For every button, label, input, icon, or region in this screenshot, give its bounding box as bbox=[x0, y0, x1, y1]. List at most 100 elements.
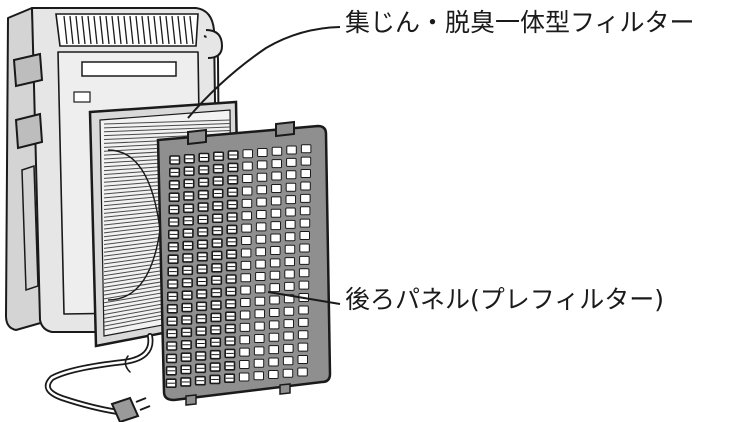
power-cord bbox=[44, 333, 154, 415]
prefilter-hole bbox=[255, 259, 266, 269]
prefilter-hole bbox=[256, 185, 267, 195]
prefilter-hole bbox=[269, 295, 280, 305]
prefilter-hole bbox=[271, 183, 282, 193]
prefilter-hole bbox=[269, 258, 281, 268]
prefilter-hole bbox=[269, 307, 280, 317]
grille-slat bbox=[177, 15, 182, 45]
grille-slat bbox=[99, 15, 104, 45]
grille-slat bbox=[153, 15, 158, 45]
prefilter-hole bbox=[239, 347, 250, 357]
filter-pleat bbox=[103, 123, 231, 129]
prefilter-hole bbox=[242, 174, 253, 184]
prefilter-hole bbox=[286, 145, 297, 155]
prefilter-hole bbox=[298, 268, 310, 278]
label-dust-deodorizing-filter: 集じん・脱臭一体型フィルター bbox=[345, 8, 695, 37]
prefilter-hole bbox=[285, 207, 296, 217]
label-rear-panel-prefilter: 後ろパネル(プレフィルター) bbox=[345, 285, 665, 314]
prefilter-hole bbox=[268, 369, 279, 379]
prefilter-hole bbox=[271, 171, 282, 181]
prefilter-hole bbox=[254, 284, 266, 294]
prefilter-hole bbox=[269, 283, 280, 293]
prefilter-hole bbox=[283, 331, 294, 341]
prefilter-hole bbox=[271, 159, 282, 169]
prefilter-hole bbox=[256, 197, 267, 207]
prefilter-hole bbox=[300, 144, 312, 154]
prefilter-hole bbox=[300, 169, 311, 179]
prefilter-hole bbox=[253, 346, 265, 356]
prefilter-hole bbox=[299, 206, 311, 216]
prefilter-hole bbox=[285, 195, 296, 205]
prefilter-hole bbox=[241, 198, 253, 208]
prefilter-hole bbox=[270, 196, 282, 206]
prefilter-hole bbox=[241, 236, 252, 246]
prefilter-hole bbox=[254, 334, 265, 343]
grille-slat bbox=[111, 15, 116, 45]
power-plug-icon bbox=[110, 396, 151, 422]
prefilter-hole bbox=[299, 243, 310, 253]
prefilter-hole bbox=[268, 345, 279, 355]
rear-slot bbox=[81, 61, 177, 77]
prefilter-hole bbox=[285, 182, 297, 192]
prefilter-hole bbox=[283, 306, 295, 316]
prefilter-hole bbox=[282, 356, 294, 366]
prefilter-hole bbox=[240, 273, 251, 283]
grille-slat bbox=[165, 15, 170, 45]
prefilter-hole bbox=[297, 355, 308, 365]
prefilter-hole bbox=[300, 181, 311, 191]
prefilter-hole bbox=[284, 269, 295, 279]
grille-slat bbox=[81, 15, 86, 45]
prefilter-hole bbox=[298, 305, 309, 315]
prefilter-hole bbox=[270, 245, 281, 255]
prefilter-hole bbox=[256, 172, 268, 182]
prefilter-hole bbox=[286, 157, 297, 167]
prefilter-hole bbox=[239, 310, 251, 320]
prefilter-hole-grid bbox=[165, 144, 312, 389]
prefilter-hole bbox=[269, 270, 281, 280]
prefilter-hole bbox=[283, 319, 294, 329]
prefilter-hole bbox=[299, 255, 310, 265]
prefilter-hole bbox=[239, 335, 250, 345]
leader-line-panel bbox=[267, 291, 341, 305]
rear-slot-small bbox=[73, 91, 91, 103]
prefilter-hole bbox=[242, 149, 253, 159]
prefilter-hole bbox=[240, 260, 252, 270]
prefilter-hole bbox=[284, 257, 295, 267]
grille-slat bbox=[147, 15, 152, 45]
grille-slat bbox=[141, 15, 146, 45]
prefilter-hole bbox=[298, 280, 310, 290]
prefilter-hole bbox=[255, 247, 266, 257]
prefilter-hole bbox=[256, 210, 267, 219]
grille-slat bbox=[117, 15, 122, 45]
prefilter-hole bbox=[282, 368, 294, 378]
prefilter-hole bbox=[241, 223, 252, 233]
grille-slat bbox=[129, 15, 134, 45]
prefilter-hole bbox=[255, 234, 267, 244]
prefilter-hole bbox=[238, 372, 250, 382]
prefilter-hole bbox=[268, 332, 280, 342]
prefilter-hole bbox=[299, 218, 311, 228]
grille-slat bbox=[123, 15, 128, 45]
leader-lines bbox=[187, 26, 341, 305]
rear-panel-prefilter bbox=[156, 120, 332, 406]
prefilter-hole bbox=[240, 285, 251, 295]
grille-slat bbox=[171, 15, 176, 45]
prefilter-hole bbox=[240, 298, 251, 308]
prefilter-hole bbox=[300, 193, 311, 203]
grille-slat bbox=[93, 15, 98, 45]
grille-slat bbox=[135, 15, 140, 45]
grille-slat bbox=[105, 15, 110, 45]
prefilter-hole bbox=[300, 156, 312, 166]
prefilter-hole bbox=[242, 161, 253, 171]
prefilter-hole bbox=[254, 309, 265, 319]
prefilter-hole bbox=[284, 281, 295, 291]
prefilter-hole bbox=[298, 317, 309, 327]
prefilter-hole bbox=[255, 272, 266, 281]
filter-pleat bbox=[103, 119, 231, 125]
prefilter-hole bbox=[255, 222, 267, 232]
prefilter-hole bbox=[297, 330, 309, 340]
grille-slat bbox=[159, 15, 164, 45]
prefilter-hole bbox=[239, 360, 250, 370]
prefilter-hole bbox=[270, 208, 282, 218]
filter-pleat bbox=[103, 130, 231, 137]
